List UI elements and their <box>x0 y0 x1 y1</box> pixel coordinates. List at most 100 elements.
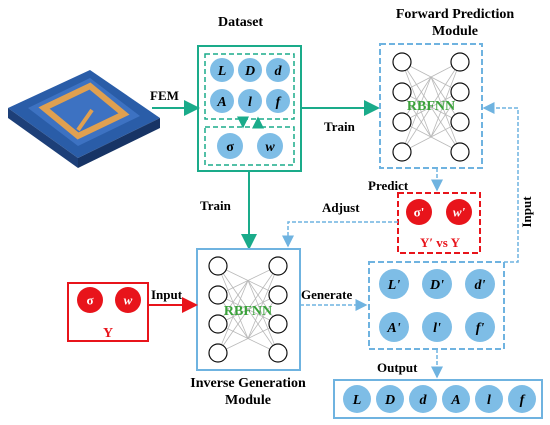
dataset-output-1-circle <box>257 133 283 159</box>
generated-param-0-circle <box>379 269 409 299</box>
final-output-0-circle <box>343 385 371 413</box>
dataset-param-4-circle <box>238 89 262 113</box>
forward-network-node <box>392 112 412 132</box>
inverse-network-node <box>208 256 228 276</box>
forward-module-box <box>379 43 483 169</box>
generated-param-4-circle <box>422 312 452 342</box>
inverse-network-node <box>268 285 288 305</box>
compare-text: Y′ vs Y <box>420 235 461 250</box>
predicted-output-0-text: σ' <box>414 205 425 220</box>
generated-param-1-text: D' <box>429 278 444 293</box>
forward-network-node <box>392 52 412 72</box>
inverse-network <box>208 256 288 363</box>
final-output-2-circle <box>409 385 437 413</box>
final-output-3-text: A <box>450 393 460 408</box>
predicted-output-0-circle <box>406 199 432 225</box>
dataset-title: Dataset <box>218 15 263 30</box>
inverse-network-node <box>208 343 228 363</box>
generated-param-5-text: f' <box>476 321 485 336</box>
forward-rbfnn-label: RBFNN <box>407 99 455 114</box>
final-output-0-text: L <box>352 393 362 408</box>
train-top-label: Train <box>324 119 356 134</box>
final-output-2-text: d <box>420 393 428 408</box>
input-right-label: Input <box>519 196 534 228</box>
dataset-param-5-circle <box>266 89 290 113</box>
predicted-output-1-circle <box>446 199 472 225</box>
forward-network-node <box>450 142 470 162</box>
output-label: Output <box>377 360 418 375</box>
forward-network-connection <box>401 76 432 153</box>
forward-network-node <box>450 112 470 132</box>
input-right-arrow <box>482 102 519 263</box>
inverse-network-node <box>268 256 288 276</box>
predicted-output-1-text: w' <box>453 205 466 220</box>
inverse-rbfnn-label: RBFNN <box>224 304 272 319</box>
dataset-param-2-circle <box>266 58 290 82</box>
target-label: Y <box>103 326 113 341</box>
generated-param-0-text: L' <box>387 278 401 293</box>
forward-network-node <box>450 52 470 72</box>
dataset-param-0-circle <box>210 58 234 82</box>
final-output-1-circle <box>376 385 404 413</box>
generated-param-circles: L' D' d' A' l' f' <box>379 269 495 342</box>
dataset-param-4-text: l <box>248 95 252 110</box>
generate-label: Generate <box>301 287 352 302</box>
antenna-device-image <box>8 70 160 168</box>
adjust-label: Adjust <box>322 200 360 215</box>
adjust-arrow <box>282 221 398 248</box>
forward-title-line1: Forward Prediction <box>396 7 515 22</box>
dataset-param-3-circle <box>210 89 234 113</box>
dataset-param-1-text: D <box>244 64 255 79</box>
input-left-label: Input <box>151 287 183 302</box>
generated-param-5-circle <box>465 312 495 342</box>
inverse-network-node <box>268 343 288 363</box>
inverse-title-line1: Inverse Generation <box>190 376 306 391</box>
forward-network <box>392 52 470 162</box>
dataset-output-0-text: σ <box>226 140 234 155</box>
dataset-output-0-circle <box>217 133 243 159</box>
generated-param-2-circle <box>465 269 495 299</box>
prediction-box <box>397 192 481 254</box>
predicted-output-circles: σ' w' <box>406 199 472 225</box>
dataset-output-1-text: w <box>265 140 275 155</box>
dataset-param-2-text: d <box>275 64 283 79</box>
fem-label: FEM <box>150 88 179 103</box>
final-output-4-text: l <box>487 393 491 408</box>
generated-param-3-text: A' <box>386 321 400 336</box>
inverse-network-node <box>208 285 228 305</box>
forward-network-node <box>450 82 470 102</box>
forward-network-node <box>392 142 412 162</box>
predict-label: Predict <box>368 178 409 193</box>
inverse-network-node <box>208 314 228 334</box>
dataset-params-group <box>204 53 295 120</box>
target-output-1-text: w <box>124 293 133 308</box>
final-output-1-text: D <box>384 393 395 408</box>
dataset-param-5-text: f <box>276 95 282 110</box>
target-box <box>67 282 149 342</box>
final-output-5-text: f <box>520 393 526 408</box>
inverse-title-line2: Module <box>225 393 271 408</box>
generated-param-4-text: l' <box>433 321 441 336</box>
dataset-param-0-text: L <box>217 64 227 79</box>
generated-param-2-text: d' <box>475 278 486 293</box>
final-output-box <box>333 379 543 419</box>
dataset-param-1-circle <box>238 58 262 82</box>
forward-network-node <box>392 82 412 102</box>
target-output-0-circle <box>77 287 103 313</box>
generated-param-3-circle <box>379 312 409 342</box>
inverse-network-node <box>268 314 288 334</box>
generated-param-1-circle <box>422 269 452 299</box>
final-output-4-circle <box>475 385 503 413</box>
forward-title-line2: Module <box>432 24 478 39</box>
final-output-3-circle <box>442 385 470 413</box>
final-output-5-circle <box>508 385 536 413</box>
train-left-label: Train <box>200 198 232 213</box>
dataset-outputs-group <box>204 126 295 166</box>
target-output-0-text: σ <box>86 293 93 308</box>
forward-network-connection <box>430 61 461 138</box>
